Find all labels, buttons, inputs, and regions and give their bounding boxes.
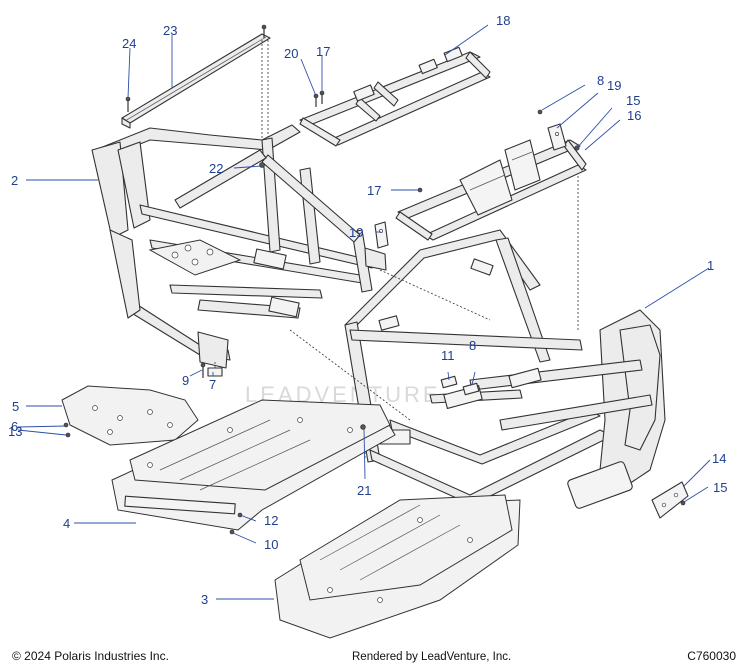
rear-cross-bar[interactable]: [121, 33, 271, 129]
callout-14[interactable]: 14: [712, 451, 726, 466]
callout-7[interactable]: 7: [209, 377, 216, 392]
callout-18[interactable]: 18: [496, 13, 510, 28]
callout-3[interactable]: 3: [201, 592, 208, 607]
bolt-9[interactable]: [200, 362, 206, 378]
callout-15-upper[interactable]: 15: [626, 93, 640, 108]
front-bracket[interactable]: [651, 481, 689, 519]
callouts: 1 2 3 4 5 6 7 8 8 9 10 11 12 13 14 15 15…: [8, 13, 727, 607]
bolt-24[interactable]: [125, 96, 131, 112]
callout-23[interactable]: 23: [163, 23, 177, 38]
callout-10[interactable]: 10: [264, 537, 278, 552]
rivet-6[interactable]: [65, 432, 71, 438]
skid-plate-small[interactable]: [61, 385, 199, 446]
callout-11[interactable]: 11: [441, 348, 455, 363]
callout-17-middle[interactable]: 17: [367, 183, 381, 198]
bolt-8-upper[interactable]: [537, 109, 543, 115]
diagram-code: C760030: [687, 649, 736, 663]
bolt-17-upper[interactable]: [319, 90, 325, 104]
callout-17-upper[interactable]: 17: [316, 44, 330, 59]
middle-cross-bar-assembly[interactable]: [395, 139, 587, 241]
callout-13[interactable]: 13: [8, 424, 22, 439]
callout-4[interactable]: 4: [63, 516, 70, 531]
upper-cross-bar-assembly[interactable]: [299, 46, 491, 147]
leader-lines: [17, 24, 711, 600]
callout-21[interactable]: 21: [357, 483, 371, 498]
callout-19-left[interactable]: 19: [349, 225, 363, 240]
floor-panel-rear[interactable]: [111, 399, 396, 531]
callout-9[interactable]: 9: [182, 373, 189, 388]
bracket-19-right[interactable]: [547, 123, 567, 151]
callout-24[interactable]: 24: [122, 36, 136, 51]
callout-5[interactable]: 5: [12, 399, 19, 414]
bolt-top-23[interactable]: [261, 24, 267, 38]
callout-20[interactable]: 20: [284, 46, 298, 61]
bracket-19-left[interactable]: [374, 221, 389, 249]
callout-8-lower[interactable]: 8: [469, 338, 476, 353]
callout-19-right[interactable]: 19: [607, 78, 621, 93]
bracket-7[interactable]: [207, 367, 223, 377]
bracket-11[interactable]: [440, 375, 458, 389]
rear-frame[interactable]: [91, 124, 387, 369]
callout-8-upper[interactable]: 8: [597, 73, 604, 88]
callout-12[interactable]: 12: [264, 513, 278, 528]
fastener-21[interactable]: [360, 424, 366, 430]
floor-panel-front[interactable]: [274, 494, 521, 639]
main-frame[interactable]: [344, 229, 666, 509]
rendered-by-text: Rendered by LeadVenture, Inc.: [352, 651, 512, 663]
fastener-22[interactable]: [259, 162, 265, 168]
callout-22[interactable]: 22: [209, 161, 223, 176]
callout-15-lower[interactable]: 15: [713, 480, 727, 495]
copyright-text: © 2024 Polaris Industries Inc.: [12, 649, 169, 663]
bracket-8-lower[interactable]: [462, 382, 480, 396]
callout-16[interactable]: 16: [627, 108, 641, 123]
callout-1[interactable]: 1: [707, 258, 714, 273]
callout-2[interactable]: 2: [11, 173, 18, 188]
callout-6[interactable]: 6: [11, 419, 18, 434]
